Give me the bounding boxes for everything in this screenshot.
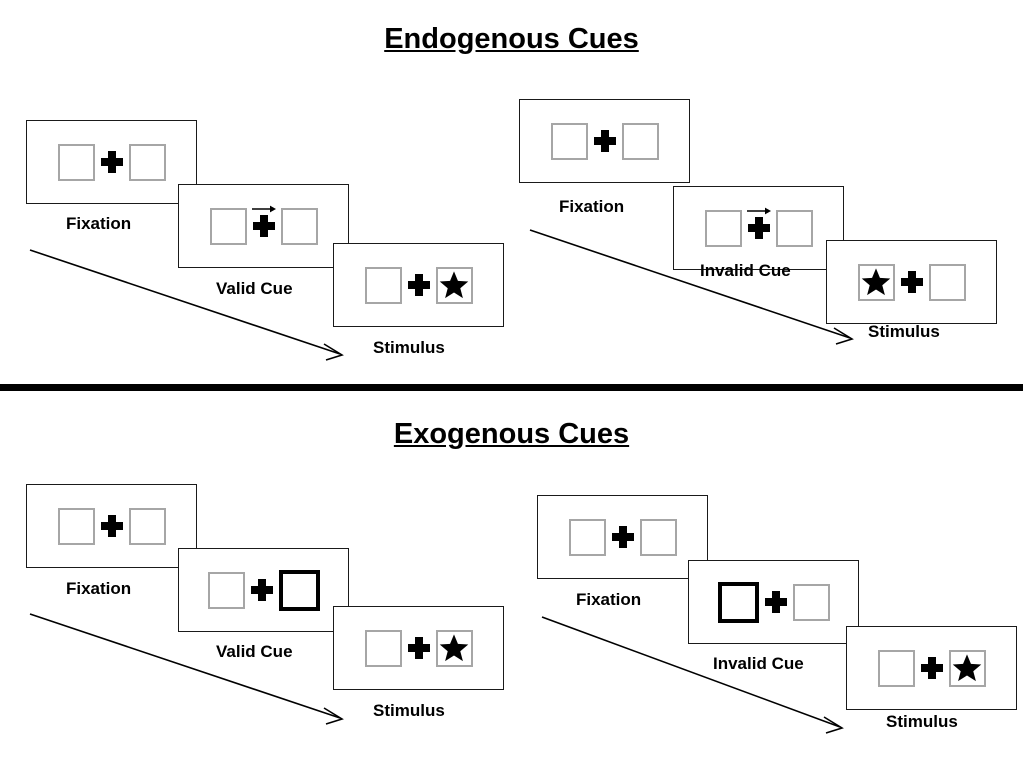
frame-endogenous-invalid-cue (673, 186, 844, 270)
placeholder-box-left (550, 122, 588, 160)
placeholder-box-right (792, 583, 830, 621)
frame-exogenous-invalid-cue (688, 560, 859, 644)
frame-endogenous-invalid-stimulus (826, 240, 997, 324)
placeholder-box-right (775, 209, 813, 247)
stage-label-endogenous-valid-fixation: Fixation (66, 214, 132, 233)
placeholder-box-left (704, 209, 742, 247)
placeholder-box-right (128, 507, 166, 545)
star-icon (439, 633, 469, 663)
fixation-cross (402, 263, 436, 307)
frame-exogenous-valid-fixation (26, 484, 197, 568)
placeholder-box-right (928, 263, 966, 301)
star-icon (952, 653, 982, 683)
section-title-endogenous: Endogenous Cues (384, 23, 639, 55)
frame-endogenous-valid-cue (178, 184, 349, 268)
placeholder-box-right (128, 143, 166, 181)
placeholder-box-left (364, 266, 402, 304)
fixation-cross (245, 568, 279, 612)
arrow-right-icon (251, 204, 277, 214)
placeholder-box-left (877, 649, 915, 687)
stage-label-endogenous-invalid-cue: Invalid Cue (700, 261, 791, 280)
target-box-right (435, 266, 473, 304)
placeholder-box-right (639, 518, 677, 556)
placeholder-box-left (57, 143, 95, 181)
star-icon (861, 267, 891, 297)
target-box-right (435, 629, 473, 667)
placeholder-box-left (209, 207, 247, 245)
section-divider (0, 384, 1023, 391)
frame-exogenous-valid-cue (178, 548, 349, 632)
stage-label-endogenous-invalid-stimulus: Stimulus (868, 322, 940, 341)
fixation-cross-with-cue (742, 206, 776, 250)
stage-label-exogenous-invalid-stimulus: Stimulus (886, 712, 958, 731)
fixation-cross (759, 580, 793, 624)
arrow-right-icon (746, 206, 772, 216)
star-icon (439, 270, 469, 300)
frame-endogenous-valid-fixation (26, 120, 197, 204)
fixation-cross (915, 646, 949, 690)
placeholder-box-right (280, 207, 318, 245)
stage-label-endogenous-valid-stimulus: Stimulus (373, 338, 445, 357)
target-box-left (857, 263, 895, 301)
fixation-cross (95, 140, 129, 184)
stage-label-exogenous-invalid-fixation: Fixation (576, 590, 642, 609)
stage-label-endogenous-invalid-fixation: Fixation (559, 197, 625, 216)
stage-label-exogenous-valid-cue: Valid Cue (216, 642, 293, 661)
section-title-exogenous: Exogenous Cues (393, 418, 630, 450)
fixation-cross (402, 626, 436, 670)
frame-exogenous-invalid-stimulus (846, 626, 1017, 710)
cued-box-left (717, 581, 759, 623)
fixation-cross-with-cue (247, 204, 281, 248)
frame-endogenous-invalid-fixation (519, 99, 690, 183)
cued-box-right (278, 569, 320, 611)
target-box-right (948, 649, 986, 687)
fixation-cross (588, 119, 622, 163)
placeholder-box-left (57, 507, 95, 545)
stage-label-exogenous-invalid-cue: Invalid Cue (713, 654, 804, 673)
placeholder-box-right (621, 122, 659, 160)
fixation-cross (606, 515, 640, 559)
frame-exogenous-valid-stimulus (333, 606, 504, 690)
frame-exogenous-invalid-fixation (537, 495, 708, 579)
fixation-cross (895, 260, 929, 304)
stage-label-exogenous-valid-fixation: Fixation (66, 579, 132, 598)
placeholder-box-left (207, 571, 245, 609)
placeholder-box-left (568, 518, 606, 556)
stage-label-exogenous-valid-stimulus: Stimulus (373, 701, 445, 720)
stage-label-endogenous-valid-cue: Valid Cue (216, 279, 293, 298)
frame-endogenous-valid-stimulus (333, 243, 504, 327)
placeholder-box-left (364, 629, 402, 667)
fixation-cross (95, 504, 129, 548)
